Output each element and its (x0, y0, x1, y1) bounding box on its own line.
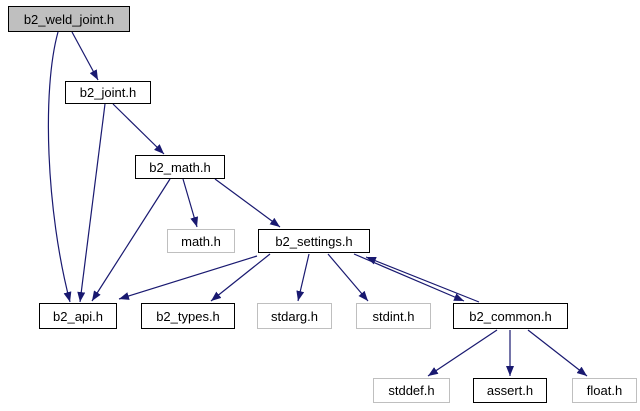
edge-b2-joint-to-b2-math (112, 103, 165, 155)
edge-b2-math-to-b2-api (91, 178, 171, 302)
edge-b2-settings-to-b2-common (353, 253, 465, 302)
edge-b2-settings-to-b2-types (210, 253, 271, 302)
edge-b2-settings-to-b2-api (118, 255, 258, 300)
node-stdarg-h: stdarg.h (257, 303, 332, 329)
node-b2-settings-h[interactable]: b2_settings.h (258, 229, 370, 253)
edge-b2-math-to-math (182, 178, 199, 228)
node-stdint-h: stdint.h (356, 303, 431, 329)
node-math-h: math.h (167, 229, 235, 253)
edge-b2-settings-to-stdint (327, 253, 369, 302)
edge-b2-joint-to-b2-api (77, 103, 106, 303)
node-b2-joint-h[interactable]: b2_joint.h (65, 81, 151, 104)
edge-b2-common-to-float (527, 329, 588, 377)
node-b2-common-h[interactable]: b2_common.h (453, 303, 568, 329)
node-float-h: float.h (572, 378, 637, 403)
edge-b2-weld-joint-to-b2-api (47, 31, 72, 303)
node-b2-weld-joint-h: b2_weld_joint.h (8, 6, 130, 32)
node-b2-types-h[interactable]: b2_types.h (141, 303, 235, 329)
node-assert-h[interactable]: assert.h (473, 378, 547, 403)
edge-b2-settings-to-stdarg (296, 253, 310, 302)
edge-b2-weld-joint-to-b2-joint (71, 31, 99, 81)
edge-b2-common-to-stddef (427, 329, 498, 377)
edge-b2-math-to-b2-settings (214, 178, 281, 228)
node-b2-math-h[interactable]: b2_math.h (135, 155, 225, 179)
node-b2-api-h[interactable]: b2_api.h (39, 303, 117, 329)
node-stddef-h: stddef.h (373, 378, 450, 403)
edge-b2-common-to-b2-settings (365, 256, 480, 303)
